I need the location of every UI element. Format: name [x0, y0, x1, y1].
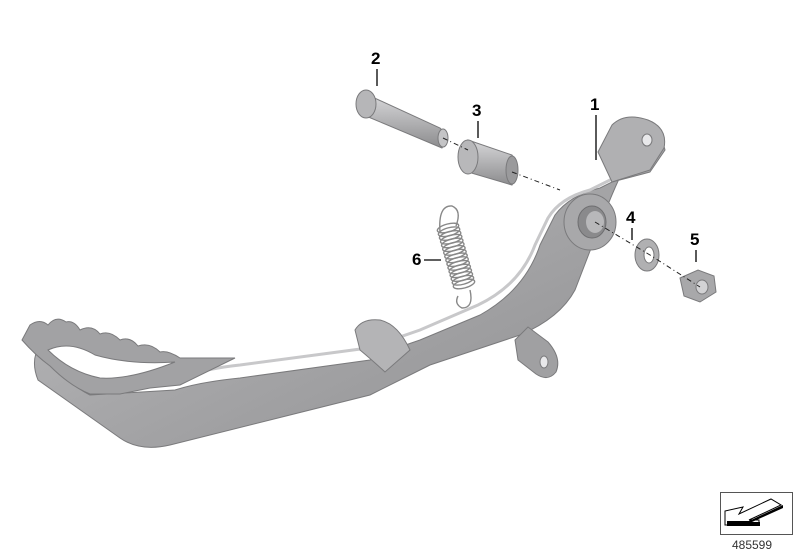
callout-1[interactable]: 1 — [590, 95, 599, 160]
callout-label-1: 1 — [590, 95, 599, 114]
callout-2[interactable]: 2 — [371, 49, 380, 86]
pin-shaft — [365, 94, 446, 149]
callout-label-5: 5 — [690, 230, 699, 249]
tension-spring[interactable] — [436, 205, 476, 309]
washer[interactable] — [634, 238, 660, 272]
foot-plate-opening — [47, 345, 176, 379]
spring-coil — [452, 278, 476, 290]
bushing[interactable] — [457, 139, 519, 186]
nut-thread — [695, 279, 709, 295]
upper-lug-hole — [641, 133, 653, 147]
navigation-button[interactable] — [720, 492, 793, 535]
pin-head — [355, 89, 377, 119]
washer-hole — [643, 246, 655, 264]
arrow-down-left-icon — [724, 498, 783, 526]
callout-3[interactable]: 3 — [472, 101, 481, 138]
callout-label-3: 3 — [472, 101, 481, 120]
callout-label-4: 4 — [626, 208, 636, 227]
pin[interactable] — [355, 89, 449, 149]
bushing-bore — [505, 155, 519, 185]
callout-label-6: 6 — [412, 250, 421, 269]
switch-lug-hole — [539, 355, 549, 369]
callout-6[interactable]: 6 — [412, 250, 441, 269]
switch-lug — [514, 326, 559, 378]
spring-coils — [436, 222, 476, 290]
spring-bottom-hook — [455, 289, 472, 309]
upper-lug — [597, 116, 666, 183]
spring-hook-tab — [354, 319, 411, 373]
spring-top-hook — [439, 205, 459, 233]
foot-plate — [21, 318, 236, 395]
brake-pedal[interactable] — [21, 116, 666, 448]
callout-4[interactable]: 4 — [626, 208, 636, 240]
drawing-number: 485599 — [731, 538, 773, 552]
bushing-flange — [457, 139, 479, 175]
pedal-arm — [34, 139, 666, 448]
assembly-axis — [442, 137, 701, 288]
spring-coil — [451, 274, 475, 286]
callout-label-2: 2 — [371, 49, 380, 68]
callout-5[interactable]: 5 — [690, 230, 699, 262]
